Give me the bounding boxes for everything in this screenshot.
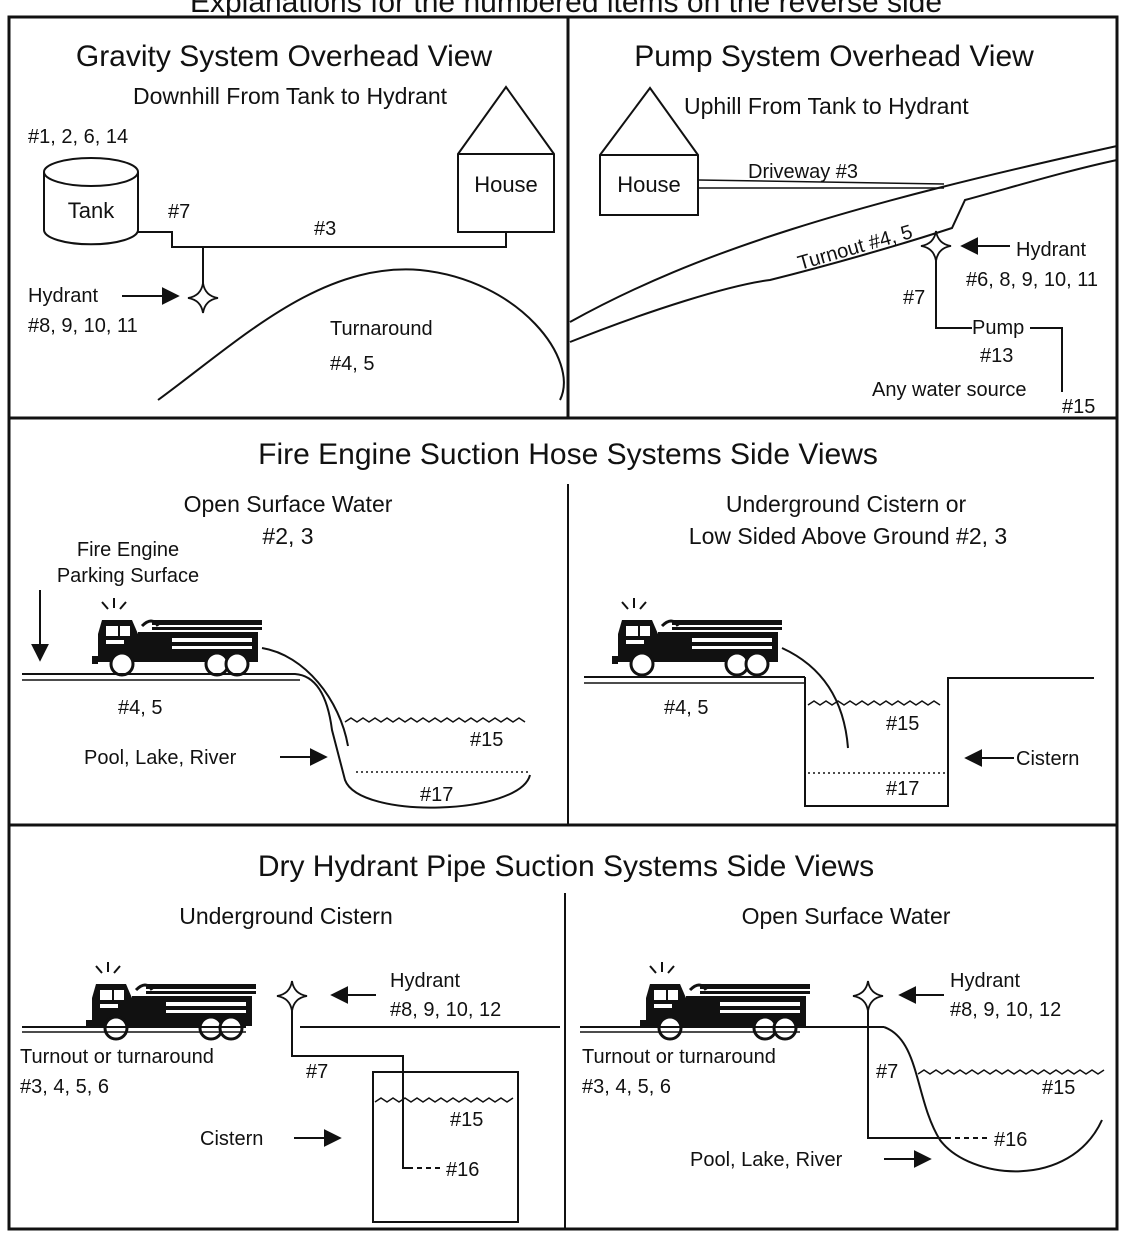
- dry-right-hydrant-refs: #8, 9, 10, 12: [950, 999, 1061, 1021]
- dry-right-pipe-ref-7: #7: [876, 1061, 898, 1083]
- dry-left-water-ref: #15: [450, 1109, 483, 1131]
- pump-house-label: House: [617, 172, 681, 197]
- dry-hydrant-title: Dry Hydrant Pipe Suction Systems Side Vi…: [258, 850, 874, 883]
- pump-turnout-label: Turnout #4, 5: [795, 221, 915, 275]
- dry-left-strainer-ref: #16: [446, 1159, 479, 1181]
- hose-left-suction-hose: [261, 647, 349, 747]
- dry-hydrant-left-panel: Underground Cistern Hydrant #8, 9, 10, 1…: [20, 903, 560, 1223]
- dry-right-water-label: Pool, Lake, River: [690, 1149, 843, 1171]
- driveway-line-a: [697, 179, 945, 185]
- hose-left-surface-refs: #4, 5: [118, 697, 162, 719]
- suction-hose-title: Fire Engine Suction Hose Systems Side Vi…: [258, 438, 878, 471]
- pump-road-lower: [569, 159, 1118, 343]
- dry-left-subtitle: Underground Cistern: [179, 903, 393, 929]
- pump-title: Pump System Overhead View: [634, 40, 1034, 73]
- pump-subtitle: Uphill From Tank to Hydrant: [684, 93, 969, 119]
- hose-right-cistern-walls: [804, 677, 1094, 807]
- hose-left-water-label: Pool, Lake, River: [84, 747, 237, 769]
- dry-right-strainer-ref: #16: [994, 1129, 1027, 1151]
- gravity-hydrant-refs: #8, 9, 10, 11: [28, 315, 138, 337]
- hose-left-parking-2: Parking Surface: [57, 565, 199, 587]
- gravity-tank-refs: #1, 2, 6, 14: [28, 126, 128, 148]
- gravity-main-pipe: [138, 231, 507, 248]
- pump-house: [599, 86, 699, 216]
- hose-right-fire-engine-icon: [610, 596, 784, 677]
- dry-left-cistern-box: [372, 1071, 519, 1223]
- gravity-panel: Gravity System Overhead View Downhill Fr…: [28, 40, 565, 401]
- pump-pipe-to-source: [1030, 327, 1063, 392]
- dry-left-hydrant-refs: #8, 9, 10, 12: [390, 999, 501, 1021]
- pump-driveway-label: Driveway #3: [748, 161, 858, 183]
- gravity-turnaround-refs: #4, 5: [330, 353, 374, 375]
- hose-left-subtitle-1: Open Surface Water: [184, 491, 393, 517]
- pump-hydrant-refs: #6, 8, 9, 10, 11: [966, 269, 1098, 291]
- dry-right-bank: [883, 1026, 1103, 1173]
- suction-hose-right-panel: Underground Cistern or Low Sided Above G…: [584, 491, 1094, 807]
- gravity-pipe-ref-7: #7: [168, 201, 190, 223]
- hose-right-cistern-label: Cistern: [1016, 748, 1079, 770]
- outer-frame: [7, 15, 1119, 1231]
- hose-right-subtitle-1: Underground Cistern or: [726, 491, 967, 517]
- suction-hose-left-panel: Open Surface Water #2, 3 Fire Engine Par…: [22, 491, 531, 809]
- gravity-turnaround-label: Turnaround: [330, 318, 433, 340]
- dry-right-turnout-2: #3, 4, 5, 6: [582, 1076, 671, 1098]
- pump-panel: Pump System Overhead View House Uphill F…: [569, 40, 1118, 418]
- pump-source-ref: #15: [1062, 396, 1095, 418]
- dry-left-water-surface: [374, 1097, 514, 1103]
- pump-pipe-to-pump: [935, 261, 972, 329]
- gravity-house: [457, 85, 555, 233]
- gravity-hydrant-icon: [187, 282, 219, 314]
- hose-left-ground-bank: [22, 673, 531, 809]
- hose-right-suction-hose: [781, 647, 849, 749]
- pump-pipe-ref-7: #7: [903, 287, 925, 309]
- dry-right-water-ref: #15: [1042, 1077, 1075, 1099]
- dry-left-pipe: [291, 1011, 412, 1169]
- dry-right-water-surface: [917, 1069, 1105, 1075]
- hose-right-water-surface: [807, 700, 941, 706]
- gravity-pipe-ref-3: #3: [314, 218, 336, 240]
- hose-right-water-ref: #15: [886, 713, 919, 735]
- hose-left-subtitle-2: #2, 3: [262, 523, 313, 549]
- hose-left-bottom-ref: #17: [420, 784, 453, 806]
- hose-left-water-surface: [344, 717, 526, 723]
- hose-right-subtitle-2: Low Sided Above Ground #2, 3: [689, 523, 1007, 549]
- hose-left-fire-engine-icon: [90, 596, 264, 677]
- tank-cylinder: [43, 157, 139, 246]
- suction-hose-section: Fire Engine Suction Hose Systems Side Vi…: [22, 438, 1094, 809]
- hose-left-parking-1: Fire Engine: [77, 539, 179, 561]
- pump-road-upper: [569, 145, 1118, 323]
- dry-right-hydrant-icon: [852, 980, 884, 1012]
- pump-source-label: Any water source: [872, 379, 1027, 401]
- dry-left-cistern-label: Cistern: [200, 1128, 263, 1150]
- gravity-house-label: House: [474, 172, 538, 197]
- hose-right-surface-refs: #4, 5: [664, 697, 708, 719]
- dry-right-pipe: [867, 1011, 950, 1139]
- dry-hydrant-section: Dry Hydrant Pipe Suction Systems Side Vi…: [20, 850, 1105, 1223]
- dry-left-hydrant-icon: [276, 980, 308, 1012]
- hose-left-water-ref: #15: [470, 729, 503, 751]
- gravity-title: Gravity System Overhead View: [76, 40, 493, 73]
- dry-right-turnout-1: Turnout or turnaround: [582, 1046, 776, 1068]
- pump-pump-label: Pump: [972, 317, 1024, 339]
- top-caption: Explanations for the numbered items on t…: [190, 0, 942, 19]
- gravity-turnaround-curve: [157, 268, 565, 401]
- pump-pump-ref: #13: [980, 345, 1013, 367]
- gravity-subtitle: Downhill From Tank to Hydrant: [133, 83, 448, 109]
- dry-hydrant-right-panel: Open Surface Water Hydrant #8, 9, 10, 12…: [580, 903, 1105, 1173]
- gravity-tank-label: Tank: [68, 198, 115, 223]
- dry-left-turnout-1: Turnout or turnaround: [20, 1046, 214, 1068]
- dry-right-subtitle: Open Surface Water: [742, 903, 951, 929]
- dry-left-hydrant-label: Hydrant: [390, 970, 460, 992]
- hose-right-bottom-ref: #17: [886, 778, 919, 800]
- gravity-hydrant-label: Hydrant: [28, 285, 98, 307]
- dry-right-hydrant-label: Hydrant: [950, 970, 1020, 992]
- dry-left-turnout-2: #3, 4, 5, 6: [20, 1076, 109, 1098]
- pump-hydrant-label: Hydrant: [1016, 239, 1086, 261]
- dry-left-pipe-ref-7: #7: [306, 1061, 328, 1083]
